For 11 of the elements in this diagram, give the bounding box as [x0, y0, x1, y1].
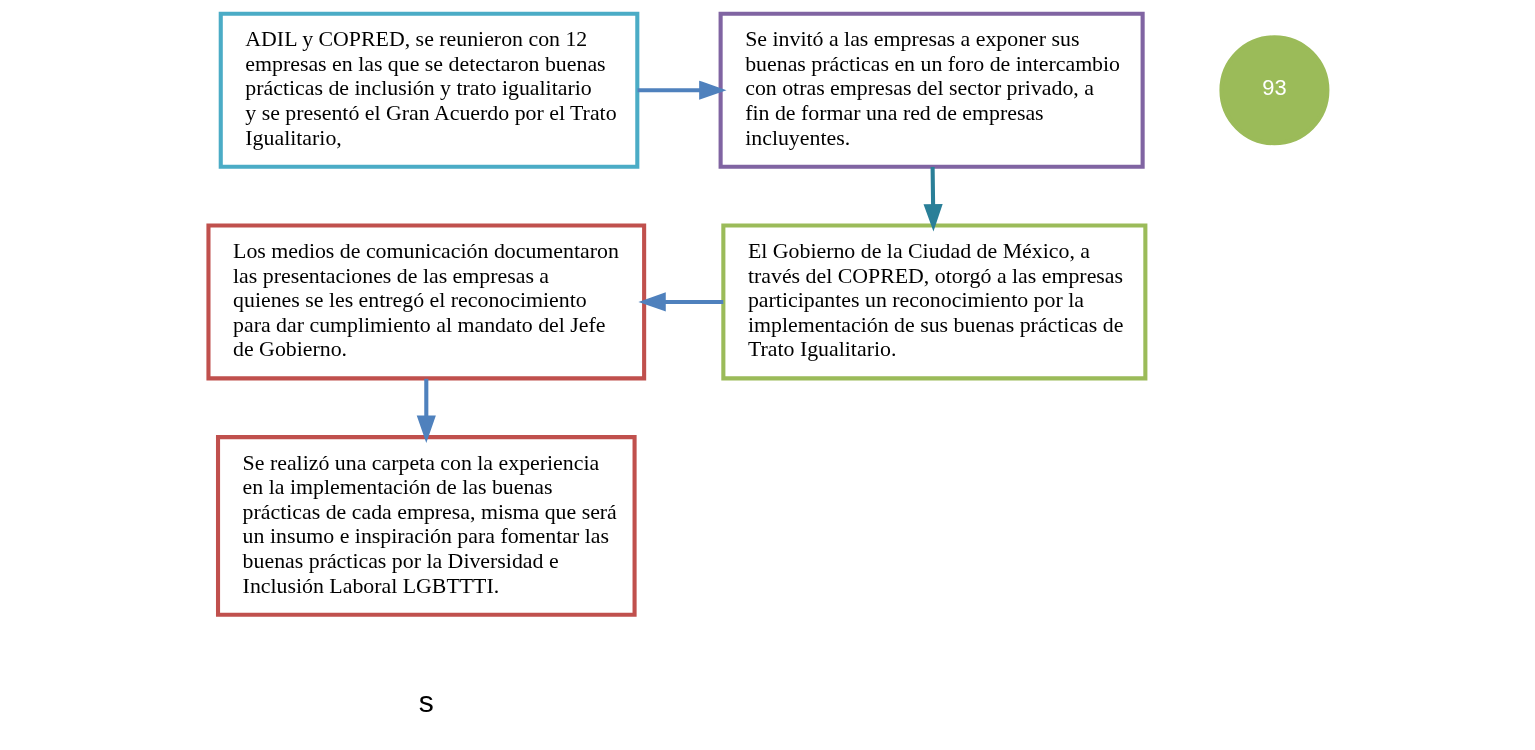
node-box: El Gobierno de la Ciudad de México, a través del COPRED, otorgó a las empresas participantes un reconocimiento por la implementación de sus buenas prácticas de Trato Igualitario. — [720, 223, 1147, 381]
node-box: ADIL y COPRED, se reunieron con 12 empresas en las que se detectaron buenas prácticas de inclusión y trato igualitario y se presentó el Gran Acuerdo por el Trato Igualitario, — [218, 11, 639, 169]
arrow — [637, 80, 727, 100]
node-circle: 93 — [1218, 35, 1329, 146]
node-box: Se invitó a las empresas a exponer sus buenas prácticas en un foro de intercambio con otras empresas del sector privado, a fin de formar una red de empresas incluyentes. — [718, 11, 1145, 169]
arrow — [637, 292, 723, 312]
arrow — [923, 167, 943, 232]
arrow — [416, 378, 436, 443]
node-box: Los medios de comunicación documentaron las presentaciones de las empresas a quienes se les entregó el reconocimiento para dar cumplimiento al mandato del Jefe de Gobierno. — [205, 223, 646, 381]
node-box: Se realizó una carpeta con la experiencia en la implementación de las buenas prácticas de cada empresa, misma que será un insumo e inspiración para fomentar las buenas prácticas por la Diversidad e Inclusión Laboral LGBTTTI. — [215, 435, 637, 617]
label: s — [418, 685, 434, 719]
